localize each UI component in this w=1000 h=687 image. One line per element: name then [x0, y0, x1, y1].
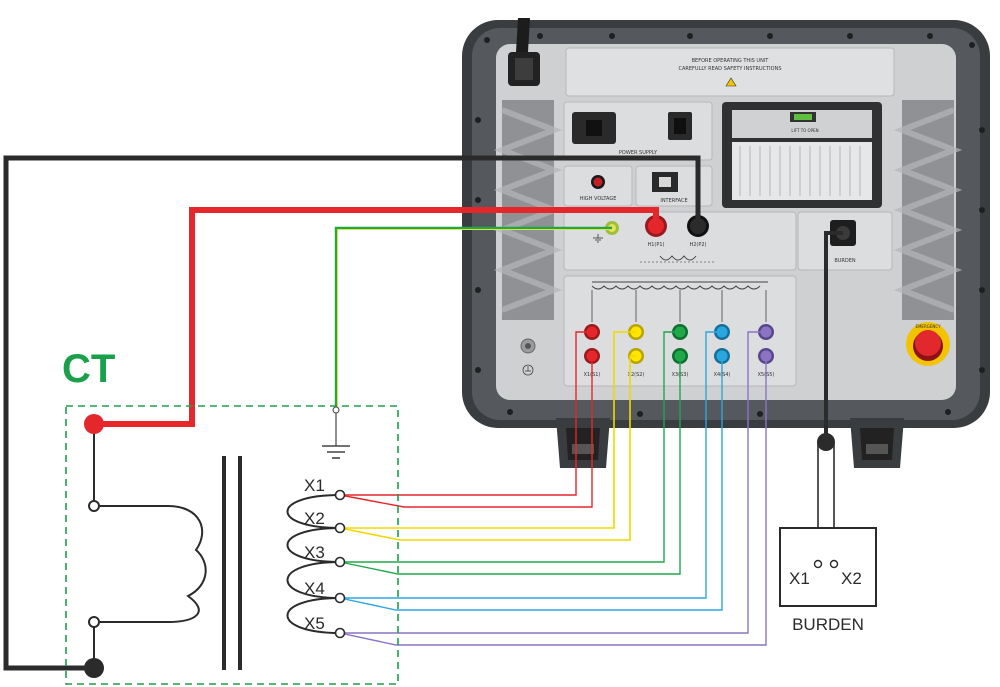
- high-voltage-lamp: [593, 177, 603, 187]
- primary-tap-top: [88, 500, 100, 512]
- wire-x1-b: [339, 356, 593, 508]
- cable-gland: [508, 18, 540, 86]
- burden-label: BURDEN: [792, 615, 864, 634]
- high-voltage-label: HIGH VOLTAGE: [580, 196, 617, 202]
- h1-label: H1(P1): [647, 242, 664, 248]
- ct-tap-x1-label: X1: [304, 476, 325, 495]
- wire-ground-green: [334, 226, 612, 410]
- wire-ground-yellow: [337, 229, 612, 410]
- ct-x2-terminal: [334, 522, 346, 534]
- burden-x2-label: X2: [841, 569, 862, 588]
- power-supply-panel: POWER SUPPLY: [563, 101, 713, 161]
- high-voltage-panel: HIGH VOLTAGE: [563, 165, 633, 207]
- ct-h2-terminal: [84, 658, 104, 678]
- wires: [3, 155, 843, 671]
- wire-x1-a: [340, 331, 592, 496]
- ct-x3-terminal: [334, 556, 346, 568]
- burden-splice-dot: [817, 433, 835, 451]
- wire-x5-b: [339, 356, 767, 646]
- ct-tap-x5-label: X5: [304, 614, 325, 633]
- ct-tap-x3-label: X3: [304, 543, 325, 562]
- warning-line-1: BEFORE OPERATING THIS UNIT: [692, 58, 770, 64]
- ct-x5-terminal: [334, 627, 346, 639]
- ct-transformer: CT X1 X2 X3 X4 X5: [62, 347, 399, 685]
- ct-ground-icon: [322, 406, 350, 459]
- printer-label: LIFT TO OPEN: [791, 128, 818, 133]
- wire-x5-a: [340, 331, 766, 634]
- x2-s2-label: X2(S2): [628, 372, 645, 378]
- ct-x1-terminal: [334, 489, 346, 501]
- ct-title: CT: [62, 347, 115, 391]
- ct-boundary: [65, 405, 399, 685]
- warning-triangle-icon: [725, 77, 737, 87]
- vent-right: [893, 100, 963, 320]
- emergency-stop-icon[interactable]: EMERGENCY: [906, 322, 950, 366]
- warning-panel: BEFORE OPERATING THIS UNIT CAREFULLY REA…: [565, 47, 895, 97]
- wire-x4-b: [339, 356, 723, 611]
- ground-symbol-icon: [593, 234, 603, 243]
- ct-tap-x2-label: X2: [304, 509, 325, 528]
- warning-line-2: CAREFULLY READ SAFETY INSTRUCTIONS: [679, 66, 782, 72]
- burden-box: X1 X2 BURDEN: [779, 527, 877, 634]
- burden-frame: [779, 527, 877, 607]
- rim-screws: [475, 33, 985, 417]
- wire-x4-a: [340, 331, 722, 599]
- burden-x2-terminal: [829, 559, 839, 569]
- device-foot-right: [850, 418, 904, 468]
- wire-burden-cable: [824, 231, 843, 442]
- wire-h2-black: [3, 155, 701, 671]
- interface-label: INTERFACE: [660, 198, 687, 204]
- device-foot-left: [556, 418, 610, 468]
- printer: LIFT TO OPEN: [722, 102, 882, 208]
- emergency-label: EMERGENCY: [915, 324, 941, 329]
- burden-port-label: BURDEN: [834, 258, 856, 264]
- ct-h1-terminal: [84, 414, 104, 434]
- burden-x1-terminal: [813, 559, 823, 569]
- primary-panel: H1(P1) H2(P2): [563, 211, 797, 271]
- ct-tap-x4-label: X4: [304, 579, 325, 598]
- burden-x1-label: X1: [789, 569, 810, 588]
- wire-x3-a: [340, 331, 680, 563]
- interface-panel: INTERFACE: [635, 165, 713, 207]
- h2-label: H2(P2): [689, 242, 706, 248]
- power-supply-label: POWER SUPPLY: [619, 150, 658, 156]
- wire-x3-b: [339, 356, 681, 575]
- wire-x2-a: [340, 331, 636, 529]
- primary-tap-bottom: [88, 616, 100, 628]
- burden-port-panel: BURDEN: [797, 211, 893, 271]
- primary-winding: [94, 505, 207, 623]
- ct-x4-terminal: [334, 592, 346, 604]
- wire-h1-red: [94, 207, 659, 427]
- wire-x2-b: [339, 355, 636, 541]
- chassis-ground-bolt[interactable]: [520, 338, 536, 376]
- test-device: BEFORE OPERATING THIS UNIT CAREFULLY REA…: [462, 18, 990, 468]
